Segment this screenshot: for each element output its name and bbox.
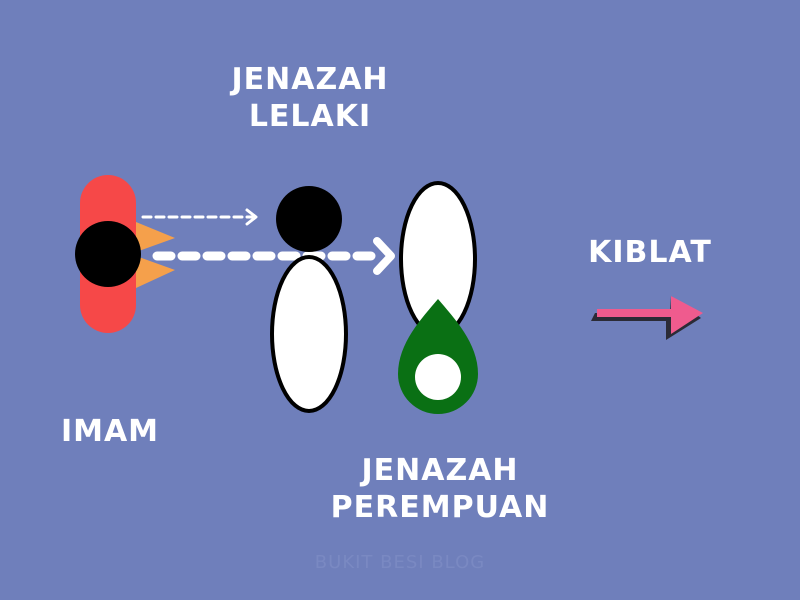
imam-direction-arrow-lower [136, 256, 175, 288]
kiblat-arrow [597, 296, 703, 334]
male-body [270, 255, 348, 413]
label-imam: IMAM [60, 414, 160, 449]
imam-direction-arrow-upper [136, 222, 175, 252]
label-jenazah-lelaki: JENAZAH LELAKI [180, 61, 440, 135]
female-head [415, 354, 461, 400]
label-kiblat: KIBLAT [588, 235, 712, 270]
arrow-imam-to-male-head-tip [245, 208, 258, 226]
label-jenazah-perempuan: JENAZAH PEREMPUAN [310, 452, 570, 526]
label-jenazah-lelaki-line1: JENAZAH [231, 62, 389, 97]
label-jenazah-perempuan-line1: JENAZAH [361, 453, 519, 488]
arrow-imam-to-female-body-tip [373, 237, 395, 275]
male-head [276, 186, 342, 252]
imam-head [75, 221, 141, 287]
watermark: BUKIT BESI BLOG [314, 552, 486, 573]
label-jenazah-lelaki-line2: LELAKI [248, 99, 372, 134]
label-jenazah-perempuan-line2: PEREMPUAN [330, 490, 550, 525]
